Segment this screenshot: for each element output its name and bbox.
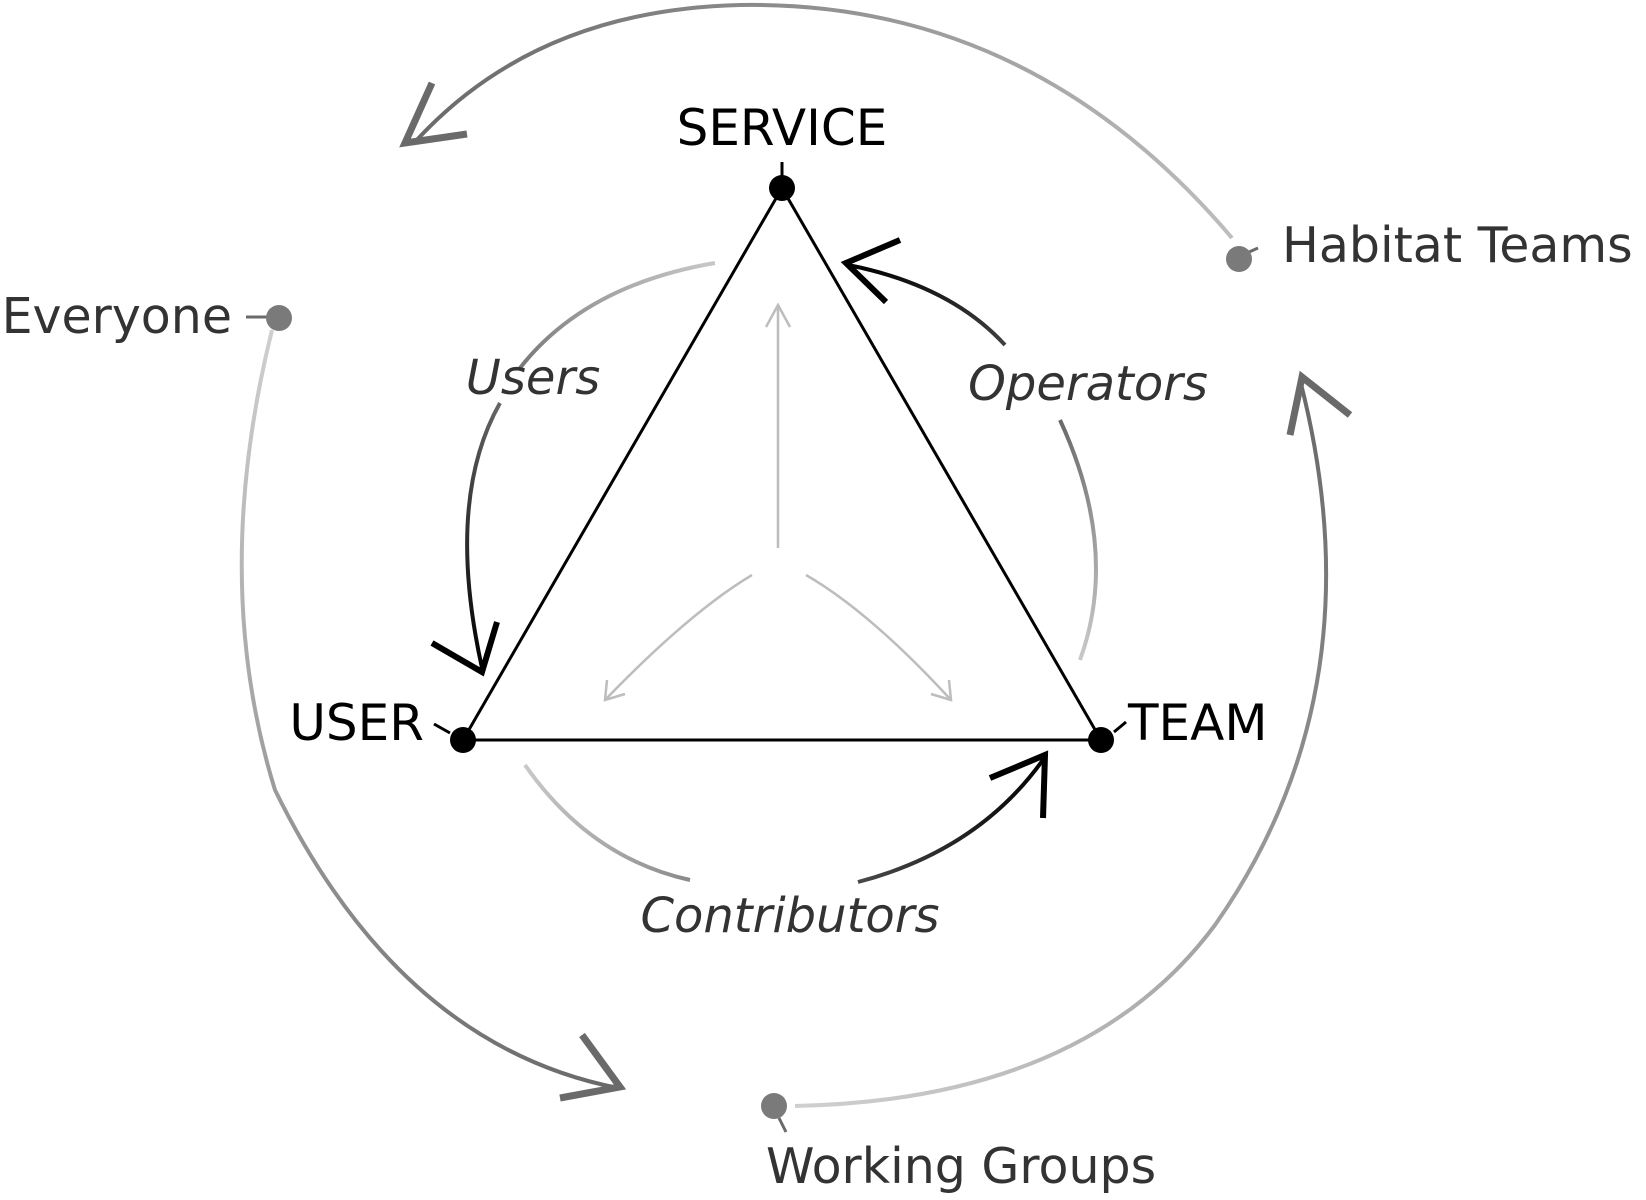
center-arrows bbox=[603, 302, 953, 702]
center-arrowhead-down-right bbox=[930, 679, 953, 702]
everyone-dot bbox=[266, 305, 292, 331]
relation-arcs bbox=[430, 237, 1098, 884]
working-groups-connector bbox=[777, 1117, 788, 1133]
users-arc bbox=[465, 261, 716, 669]
user-tick bbox=[433, 722, 451, 735]
triangle-edges bbox=[460, 185, 1104, 742]
user-node bbox=[450, 727, 476, 753]
outer-arrowhead-right bbox=[1286, 370, 1353, 436]
center-arrowhead-down-left bbox=[603, 679, 626, 702]
users-arrowhead bbox=[430, 621, 500, 677]
team-tick bbox=[1113, 720, 1127, 734]
operators-relation-label: Operators bbox=[968, 356, 1208, 412]
service-label: SERVICE bbox=[677, 99, 888, 157]
user-label: USER bbox=[289, 694, 424, 752]
working-groups-dot bbox=[761, 1093, 787, 1119]
team-label: TEAM bbox=[1127, 694, 1267, 752]
outer-arrowhead-bottom-left bbox=[559, 1032, 627, 1102]
habitat-teams-label: Habitat Teams bbox=[1282, 217, 1633, 274]
contributors-arrowhead bbox=[988, 750, 1049, 819]
habitat-teams-dot bbox=[1226, 246, 1252, 272]
center-arrow-down-right bbox=[805, 573, 952, 701]
outer-arrowhead-top-left bbox=[399, 81, 468, 148]
outer-cycle bbox=[239, 2, 1353, 1133]
contributors-arc bbox=[523, 755, 1047, 884]
outer-arc-working-groups-to-right bbox=[794, 379, 1329, 1108]
operators-arrowhead bbox=[840, 237, 902, 305]
center-arrow-down-left bbox=[604, 573, 753, 701]
users-relation-label: Users bbox=[466, 350, 600, 406]
team-node bbox=[1088, 727, 1114, 753]
center-arrowhead-up bbox=[764, 302, 792, 328]
everyone-label: Everyone bbox=[2, 288, 232, 345]
outer-arc-everyone-to-bottom bbox=[239, 329, 619, 1090]
outer-arc-habitat-to-top bbox=[413, 2, 1234, 240]
triangle bbox=[433, 162, 1127, 753]
working-groups-label: Working Groups bbox=[766, 1138, 1156, 1195]
contributors-relation-label: Contributors bbox=[640, 888, 939, 944]
service-node bbox=[769, 175, 795, 201]
operators-arc bbox=[847, 263, 1098, 661]
